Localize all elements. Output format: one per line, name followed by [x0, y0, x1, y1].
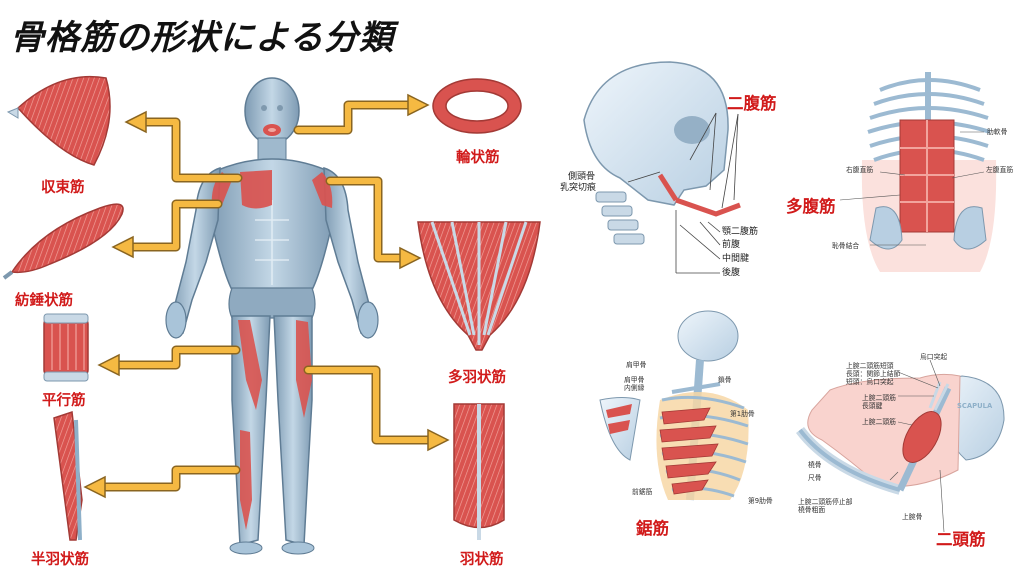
- note-mastoid-notch: 乳突切痕: [560, 183, 597, 193]
- note-biceps-long-head-tendon: 上腕二頭筋 長頭腱: [862, 394, 896, 410]
- note-scapula: 肩甲骨: [626, 361, 647, 369]
- label-unipennate: 半羽状筋: [31, 552, 89, 568]
- label-serratus: 鋸筋: [636, 519, 669, 538]
- convergent-muscle-shape: [6, 75, 111, 166]
- label-multi-belly: 多腹筋: [786, 197, 836, 216]
- unipennate-muscle-shape: [53, 410, 83, 541]
- note-ninth-rib: 第9肋骨: [748, 497, 773, 505]
- part-anterior-belly: 前腹: [722, 240, 741, 250]
- label-multipennate: 多羽状筋: [448, 370, 506, 386]
- circular-muscle-shape: [432, 78, 522, 134]
- label-biceps: 二頭筋: [936, 530, 986, 549]
- note-first-rib: 第1肋骨: [730, 410, 755, 418]
- label-digastric: 二腹筋: [727, 94, 777, 113]
- arm-biceps-illustration: [796, 359, 1005, 533]
- page-title: 骨格筋の形状による分類: [10, 18, 394, 58]
- note-left-rectus: 左腹直筋: [986, 166, 1014, 174]
- label-fusiform: 紡錘状筋: [15, 293, 73, 309]
- note-biceps-short-head: 上腕二頭筋短頭 長頭：関節上結節 短頭：烏口突起: [846, 362, 901, 386]
- skeleton-serratus-illustration: [599, 310, 749, 501]
- part-posterior-belly: 後腹: [722, 268, 741, 278]
- label-convergent: 収束筋: [41, 180, 85, 196]
- note-ulna: 尺骨: [808, 474, 822, 482]
- label-bipennate: 羽状筋: [460, 552, 504, 568]
- ribcage-rectus-illustration: [839, 72, 997, 272]
- multipennate-muscle-shape: [417, 221, 541, 351]
- label-circular: 輪状筋: [456, 150, 500, 166]
- parallel-muscle-shape: [43, 313, 89, 382]
- note-scapula-medial-border: 肩甲骨 内側縁: [624, 376, 645, 392]
- human-body-figure: [165, 77, 379, 555]
- note-pubic-symphysis: 恥骨結合: [832, 242, 860, 250]
- bipennate-muscle-shape: [453, 403, 505, 540]
- note-costal-cartilage: 肋軟骨: [987, 128, 1008, 136]
- scapula-watermark-text: SCAPULA: [957, 402, 993, 410]
- note-humerus: 上腕骨: [902, 513, 923, 521]
- note-radius: 橈骨: [808, 461, 822, 469]
- note-right-rectus: 右腹直筋: [846, 166, 874, 174]
- note-biceps-insertion: 上腕二頭筋停止部 橈骨粗面: [798, 498, 853, 514]
- note-coracoid-process: 烏口突起: [920, 353, 948, 361]
- part-intermediate-tendon: 中間腱: [722, 254, 750, 264]
- note-biceps-brachii: 上腕二頭筋: [862, 418, 896, 426]
- fusiform-muscle-shape: [2, 203, 124, 280]
- part-digastric-muscle: 顎二腹筋: [722, 227, 759, 237]
- note-serratus-anterior: 前鋸筋: [632, 488, 653, 496]
- note-temporal-bone: 側頭骨: [568, 172, 596, 182]
- note-clavicle: 鎖骨: [718, 376, 732, 384]
- skull-digastric-illustration: [583, 61, 741, 274]
- arrowheads: [83, 93, 450, 499]
- label-parallel: 平行筋: [42, 393, 86, 409]
